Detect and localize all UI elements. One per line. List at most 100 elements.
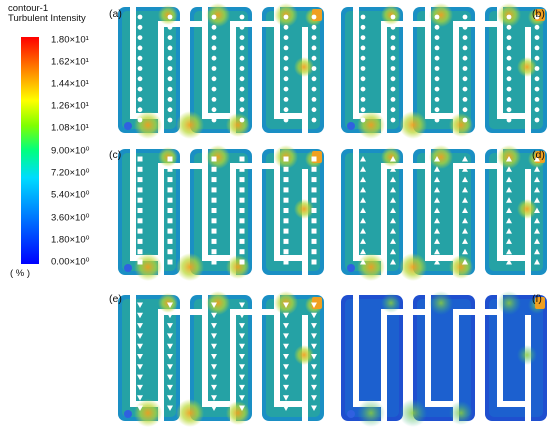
- panel-label-c: (c): [109, 149, 122, 161]
- panel: [341, 3, 547, 139]
- channel-bend: [453, 309, 503, 315]
- obstacle-circle: [360, 66, 366, 71]
- obstacle-square: [239, 187, 245, 193]
- obstacle-circle: [239, 14, 245, 20]
- obstacle-circle: [434, 35, 440, 40]
- obstacle-circle: [390, 14, 396, 20]
- obstacle-circle: [239, 76, 245, 82]
- obstacle-triangle: [283, 312, 289, 319]
- obstacle-triangle: [462, 197, 468, 203]
- turbulence-hotspot: [429, 145, 453, 169]
- obstacle-square: [137, 197, 143, 203]
- obstacle-triangle: [211, 354, 217, 360]
- obstacle-square: [211, 238, 217, 244]
- colorbar: [21, 37, 39, 264]
- obstacle-triangle: [360, 166, 366, 172]
- obstacle-triangle: [360, 228, 366, 234]
- obstacle-square: [137, 156, 143, 162]
- obstacle-triangle: [211, 343, 217, 350]
- obstacle-triangle: [434, 228, 440, 234]
- panel: [118, 291, 324, 427]
- obstacle-triangle: [283, 333, 289, 339]
- flow-channel: [497, 149, 503, 255]
- flow-channel: [158, 315, 164, 421]
- flow-channel: [302, 169, 308, 275]
- obstacle-triangle: [211, 323, 217, 329]
- colorbar-tick-label: 3.60×10⁰: [51, 212, 90, 224]
- flow-channel: [130, 295, 136, 401]
- obstacle-square: [167, 218, 173, 224]
- flow-channel: [353, 7, 359, 113]
- obstacle-triangle: [360, 156, 366, 162]
- obstacle-circle: [390, 86, 396, 92]
- obstacle-circle: [137, 66, 143, 71]
- obstacle-square: [137, 238, 143, 244]
- obstacle-circle: [211, 55, 217, 61]
- flow-channel: [202, 149, 208, 255]
- turbulence-hotspot: [294, 199, 314, 219]
- obstacle-triangle: [534, 259, 540, 265]
- obstacle-circle: [462, 35, 468, 40]
- obstacle-triangle: [137, 405, 143, 411]
- panel-label-b: (b): [532, 8, 545, 20]
- obstacle-triangle: [167, 333, 173, 339]
- obstacle-circle: [462, 55, 468, 61]
- flow-channel: [381, 169, 387, 275]
- obstacle-circle: [506, 55, 512, 61]
- obstacle-circle: [390, 35, 396, 40]
- obstacle-triangle: [360, 197, 366, 203]
- obstacle-square: [211, 228, 217, 234]
- obstacle-circle: [283, 97, 289, 102]
- obstacle-triangle: [534, 197, 540, 203]
- channel-bend: [202, 401, 236, 407]
- obstacle-circle: [239, 24, 245, 30]
- channel-bend: [230, 163, 280, 169]
- obstacle-triangle: [211, 364, 217, 370]
- obstacle-triangle: [311, 374, 317, 381]
- obstacle-triangle: [239, 302, 245, 308]
- obstacle-square: [167, 177, 173, 183]
- flow-channel: [302, 27, 308, 133]
- obstacle-triangle: [283, 323, 289, 329]
- obstacle-circle: [506, 24, 512, 30]
- obstacle-circle: [534, 117, 540, 123]
- obstacle-square: [167, 238, 173, 244]
- obstacle-square: [283, 218, 289, 224]
- obstacle-circle: [137, 14, 143, 20]
- obstacle-triangle: [239, 323, 245, 329]
- obstacle-circle: [534, 35, 540, 40]
- obstacle-triangle: [167, 354, 173, 360]
- obstacle-circle: [462, 107, 468, 113]
- obstacle-square: [239, 218, 245, 224]
- obstacle-square: [137, 208, 143, 213]
- obstacle-square: [283, 238, 289, 244]
- obstacle-triangle: [167, 364, 173, 370]
- obstacle-triangle: [434, 217, 440, 224]
- colorbar-tick-label: 5.40×10⁰: [51, 189, 90, 201]
- obstacle-triangle: [434, 259, 440, 265]
- flow-channel: [230, 169, 236, 275]
- obstacle-triangle: [360, 259, 366, 265]
- obstacle-circle: [360, 35, 366, 40]
- obstacle-circle: [534, 66, 540, 71]
- obstacle-circle: [434, 55, 440, 61]
- obstacle-circle: [311, 86, 317, 92]
- obstacle-triangle: [137, 395, 143, 401]
- obstacle-square: [211, 218, 217, 224]
- panel-label-a: (a): [109, 8, 122, 20]
- flow-channel: [202, 295, 208, 401]
- obstacle-circle: [311, 45, 317, 51]
- colorbar-tick-label: 0.00×10⁰: [51, 256, 90, 268]
- obstacle-triangle: [239, 343, 245, 350]
- obstacle-triangle: [137, 333, 143, 339]
- obstacle-square: [239, 208, 245, 213]
- obstacle-square: [283, 177, 289, 183]
- obstacle-triangle: [390, 259, 396, 265]
- obstacle-circle: [360, 24, 366, 30]
- obstacle-circle: [311, 117, 317, 123]
- turbulence-hotspot: [176, 399, 204, 427]
- obstacle-triangle: [462, 207, 468, 213]
- obstacle-circle: [462, 76, 468, 82]
- obstacle-square: [239, 228, 245, 234]
- obstacle-triangle: [167, 405, 173, 411]
